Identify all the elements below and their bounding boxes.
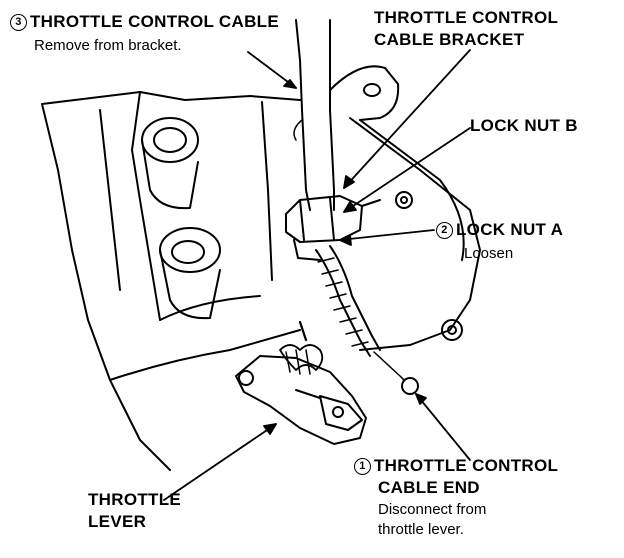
throttle-lever-title-line1: THROTTLE: [88, 490, 182, 509]
lock-nut-b-label: LOCK NUT B: [470, 116, 578, 135]
cable-end-title-line1: THROTTLE CONTROL: [374, 456, 559, 475]
cable-end-note-line1: Disconnect from: [378, 501, 487, 518]
step-number-1: 1: [354, 458, 371, 475]
throttle-lever-title-line2: LEVER: [88, 512, 147, 531]
cable-end-ball: [401, 377, 419, 395]
leader-lines: [163, 49, 471, 501]
threaded-cable: [315, 245, 409, 385]
cable-bracket: [285, 195, 381, 261]
cable-bracket-title-line2: CABLE BRACKET: [374, 30, 525, 49]
throttle-cable-note: Remove from bracket.: [34, 37, 182, 54]
cable-end-note-line2: throttle lever.: [378, 521, 464, 538]
engine-body: [41, 91, 301, 471]
cable-end-title-line2: CABLE END: [378, 478, 480, 497]
lock-nut-a-title: LOCK NUT A: [456, 220, 564, 239]
throttle-cable-title: THROTTLE CONTROL CABLE: [30, 12, 279, 31]
mounting-plate: [329, 65, 481, 351]
step-number-2: 2: [436, 222, 453, 239]
cable-bracket-title-line1: THROTTLE CONTROL: [374, 8, 559, 27]
throttle-cable: [293, 19, 335, 211]
step-number-3: 3: [10, 14, 27, 31]
throttle-lever: [235, 320, 367, 445]
lock-nut-a-note: Loosen: [464, 245, 514, 262]
